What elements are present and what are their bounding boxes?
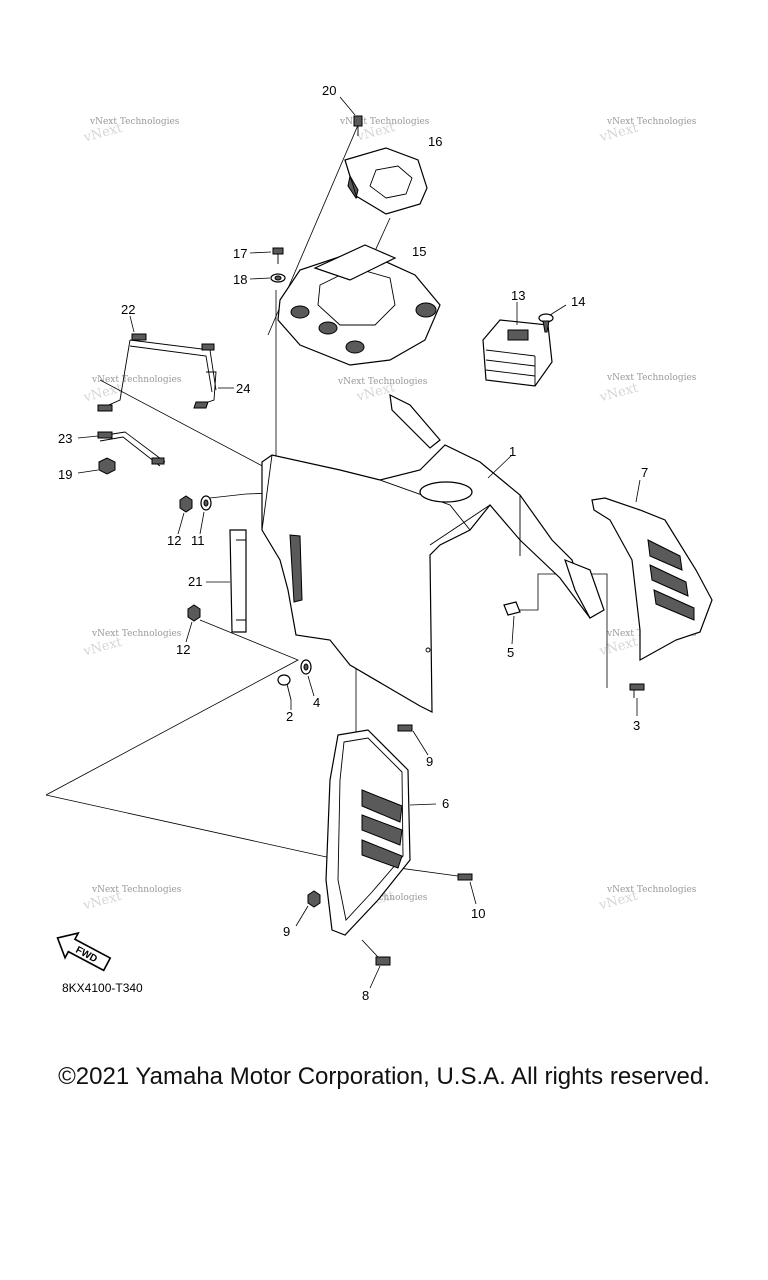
callout-22: 22 xyxy=(121,302,135,317)
callout-9a: 9 xyxy=(426,754,433,769)
watermark-7: vNext Technologies xyxy=(91,629,182,639)
part-5-clip xyxy=(503,601,521,645)
callout-5: 5 xyxy=(507,645,514,660)
callout-14: 14 xyxy=(571,294,585,309)
callout-2: 2 xyxy=(286,709,293,724)
diagram-code: 8KX4100-T340 xyxy=(62,981,143,995)
callout-19: 19 xyxy=(58,467,72,482)
part-15-console xyxy=(277,244,441,366)
fwd-arrow-icon: FWD xyxy=(56,931,112,972)
part-9-bolt-a xyxy=(397,724,429,756)
watermark-2: vNext Technologies xyxy=(339,117,430,127)
part-13-box xyxy=(482,302,553,387)
part-19-nut xyxy=(77,457,116,475)
callout-4: 4 xyxy=(313,695,320,710)
callout-23: 23 xyxy=(58,431,72,446)
part-20-screw xyxy=(339,96,363,136)
callout-7: 7 xyxy=(641,465,648,480)
watermark-12: vNext Technologies xyxy=(606,885,697,895)
part-1-main-cover xyxy=(261,393,605,713)
part-8-bolt xyxy=(361,939,391,989)
part-9-nut-b xyxy=(295,890,321,927)
part-6-front-cover xyxy=(325,729,437,936)
callout-6: 6 xyxy=(442,796,449,811)
watermark-10: vNext Technologies xyxy=(91,885,182,895)
part-10-screw xyxy=(457,873,477,905)
callout-13: 13 xyxy=(511,288,525,303)
part-24-bracket xyxy=(193,371,234,409)
callout-24: 24 xyxy=(236,381,250,396)
callout-3: 3 xyxy=(633,718,640,733)
parts-diagram: vNext vNext Technologies vNext vNext Tec… xyxy=(45,83,713,1003)
part-21-bracket xyxy=(206,529,247,633)
part-2-rivet xyxy=(277,674,292,710)
part-16-bracket xyxy=(344,147,428,215)
callout-12b: 12 xyxy=(176,642,190,657)
part-22-stay xyxy=(97,315,217,412)
callout-18: 18 xyxy=(233,272,247,287)
watermark-6: vNext Technologies xyxy=(606,373,697,383)
part-11-washer xyxy=(199,495,212,535)
watermark-11: vNext Technologies xyxy=(337,893,428,903)
callout-21: 21 xyxy=(188,574,202,589)
watermark-1: vNext Technologies xyxy=(89,117,180,127)
callout-20: 20 xyxy=(322,83,336,98)
callout-8: 8 xyxy=(362,988,369,1003)
part-17-bolt xyxy=(249,247,284,264)
callout-9b: 9 xyxy=(283,924,290,939)
part-7-right-cover xyxy=(591,479,713,662)
callout-16: 16 xyxy=(428,134,442,149)
part-18-washer xyxy=(249,273,286,283)
callout-12a: 12 xyxy=(167,533,181,548)
callout-15: 15 xyxy=(412,244,426,259)
callout-10: 10 xyxy=(471,906,485,921)
fwd-label: FWD xyxy=(74,945,99,965)
watermark-5: vNext Technologies xyxy=(337,377,428,387)
copyright-notice: ©2021 Yamaha Motor Corporation, U.S.A. A… xyxy=(58,1063,710,1090)
callout-17: 17 xyxy=(233,246,247,261)
watermark-4: vNext Technologies xyxy=(91,375,182,385)
part-12-nut-a xyxy=(177,495,193,535)
part-3-screw xyxy=(629,683,645,716)
callout-1: 1 xyxy=(509,444,516,459)
part-23-stay xyxy=(77,431,166,467)
watermark-3: vNext Technologies xyxy=(606,117,697,127)
part-4-collar xyxy=(300,659,315,697)
callout-11: 11 xyxy=(191,533,205,548)
callouts: 20 16 17 15 18 13 14 22 24 23 1 19 7 12 … xyxy=(58,83,648,1003)
part-12-nut-b xyxy=(185,604,201,643)
svg-text:vNext: vNext xyxy=(597,380,640,405)
part-14-clip xyxy=(538,304,567,333)
